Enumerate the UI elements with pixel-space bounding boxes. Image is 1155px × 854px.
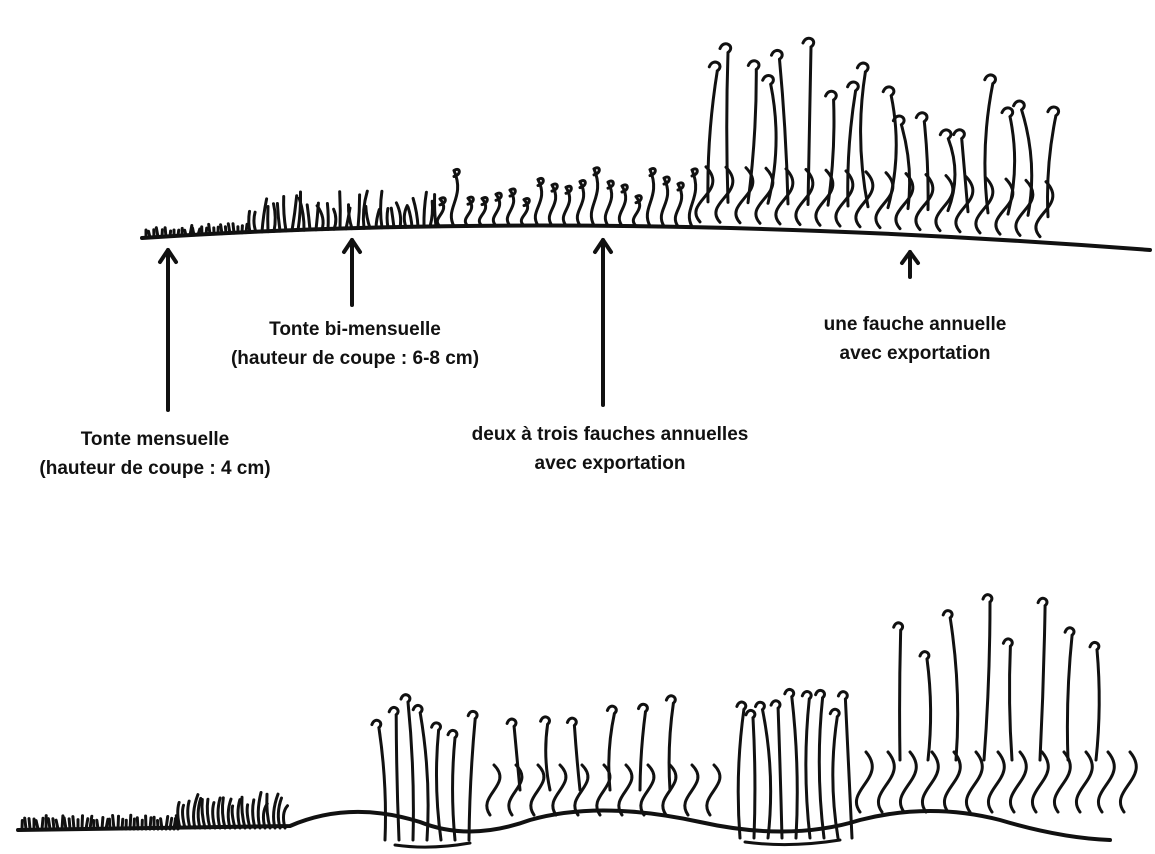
label-bimonthly-line1: Tonte bi-mensuelle: [195, 315, 515, 344]
label-annual-line2: avec exportation: [780, 339, 1050, 368]
label-bimonthly-line2: (hauteur de coupe : 6-8 cm): [195, 344, 515, 373]
arrow-annual: [902, 252, 918, 277]
arrow-monthly: [160, 250, 176, 410]
label-monthly-mowing: Tonte mensuelle (hauteur de coupe : 4 cm…: [0, 425, 310, 483]
label-annual-cut: une fauche annuelle avec exportation: [780, 310, 1050, 368]
label-two-three-line1: deux à trois fauches annuelles: [425, 420, 795, 449]
arrow-two-three: [595, 240, 611, 405]
label-two-three-line2: avec exportation: [425, 449, 795, 478]
label-monthly-line1: Tonte mensuelle: [0, 425, 310, 454]
arrow-bimonthly: [344, 240, 360, 305]
label-monthly-line2: (hauteur de coupe : 4 cm): [0, 454, 310, 483]
label-annual-line1: une fauche annuelle: [780, 310, 1050, 339]
label-bimonthly-mowing: Tonte bi-mensuelle (hauteur de coupe : 6…: [195, 315, 515, 373]
label-two-three-cuts: deux à trois fauches annuelles avec expo…: [425, 420, 795, 478]
